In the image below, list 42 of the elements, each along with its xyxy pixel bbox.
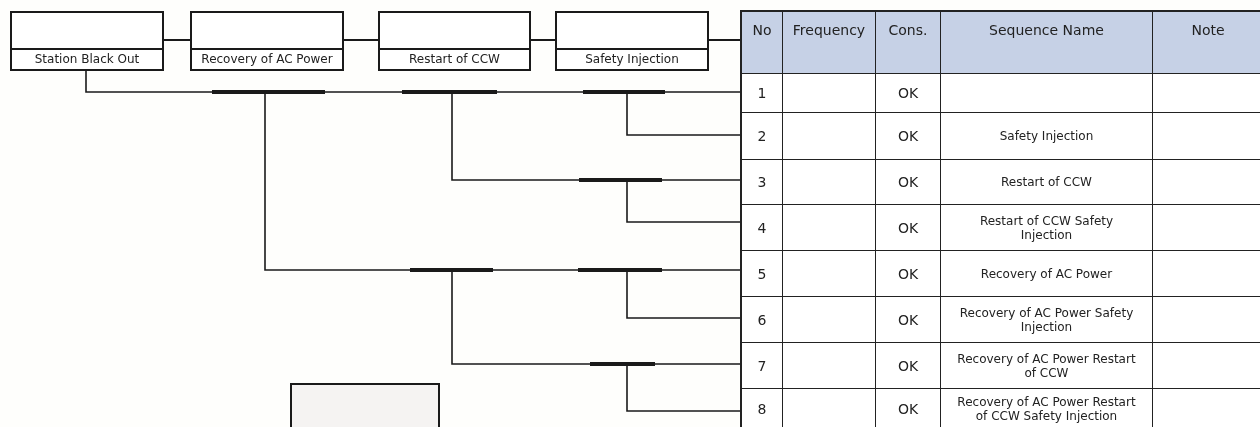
row-number: 7 bbox=[757, 357, 767, 374]
event-heading: Safety Injection bbox=[585, 52, 679, 66]
connector-line bbox=[530, 39, 556, 41]
sequence-name: Recovery of AC Power Safety Injection bbox=[958, 305, 1135, 334]
event-heading-box bbox=[10, 11, 164, 71]
sequence-name: Recovery of AC Power Restart of CCW bbox=[957, 351, 1136, 380]
row-number: 4 bbox=[757, 219, 767, 236]
sequence-table bbox=[740, 10, 1260, 427]
connector-line bbox=[343, 39, 379, 41]
consequence-status: OK bbox=[897, 128, 919, 144]
connector-line bbox=[708, 39, 741, 41]
event-heading-box bbox=[555, 11, 709, 71]
row-number: 5 bbox=[757, 265, 767, 282]
event-heading: Recovery of AC Power bbox=[201, 52, 333, 66]
connector-line bbox=[163, 39, 191, 41]
empty-box bbox=[290, 383, 440, 427]
event-heading: Restart of CCW bbox=[409, 52, 500, 66]
event-heading-box bbox=[378, 11, 531, 71]
sequence-name: Restart of CCW Safety Injection bbox=[978, 213, 1115, 242]
column-header: Note bbox=[1191, 22, 1225, 38]
sequence-name: Safety Injection bbox=[999, 129, 1094, 143]
row-number: 6 bbox=[757, 311, 767, 328]
consequence-status: OK bbox=[897, 311, 919, 328]
sequence-name: Restart of CCW bbox=[1001, 175, 1092, 189]
column-header: No bbox=[752, 22, 772, 38]
row-number: 8 bbox=[757, 401, 767, 417]
sequence-name: Recovery of AC Power Restart of CCW Safety Injection bbox=[957, 395, 1136, 423]
event-heading: Station Black Out bbox=[34, 52, 140, 66]
consequence-status: OK bbox=[897, 401, 919, 417]
row-number: 1 bbox=[757, 85, 767, 101]
sequence-name: Recovery of AC Power bbox=[980, 266, 1113, 281]
consequence-status: OK bbox=[897, 265, 919, 282]
column-header: Cons. bbox=[888, 22, 928, 38]
consequence-status: OK bbox=[897, 219, 919, 236]
consequence-status: OK bbox=[897, 85, 919, 101]
column-header: Sequence Name bbox=[989, 22, 1104, 38]
column-header: Frequency bbox=[792, 22, 866, 38]
event-heading-box bbox=[190, 11, 344, 71]
row-number: 3 bbox=[757, 174, 767, 190]
consequence-status: OK bbox=[897, 174, 919, 190]
row-number: 2 bbox=[757, 128, 767, 144]
consequence-status: OK bbox=[897, 357, 919, 374]
